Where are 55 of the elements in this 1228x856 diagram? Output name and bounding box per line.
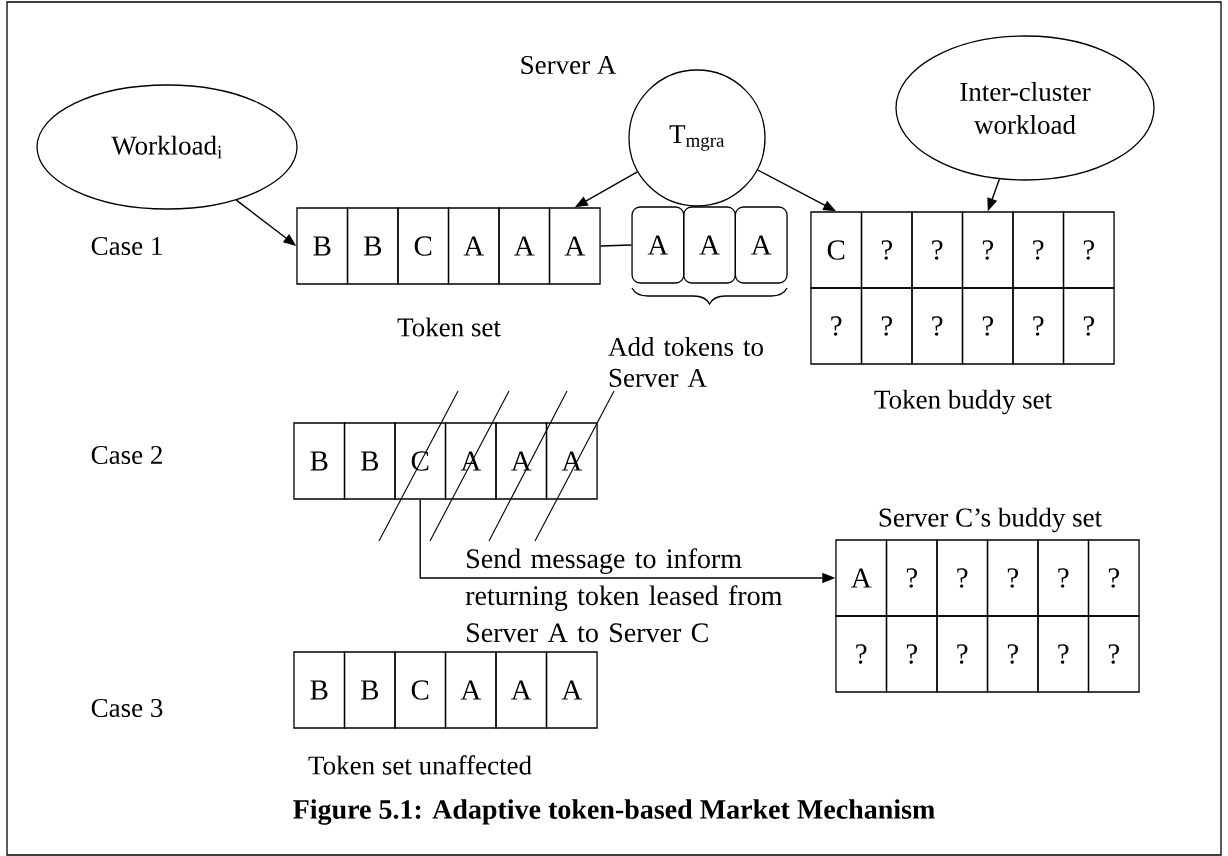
token-cell: ? (835, 615, 888, 693)
brace-label: Add tokens to Server A (608, 337, 763, 387)
token-cell: A (683, 206, 736, 284)
token-cell: C (394, 651, 447, 729)
case-label: Case 1 (91, 236, 162, 256)
token-cell: B (293, 651, 346, 729)
set-label: Token set (397, 317, 501, 337)
case-label: Case 3 (91, 698, 163, 718)
token-cell: ? (860, 287, 913, 365)
token-cell: A (835, 539, 888, 617)
token-cell: C (397, 207, 450, 285)
token-cell: ? (936, 615, 989, 693)
token-cell: ? (810, 287, 863, 365)
token-cell: A (495, 651, 548, 729)
token-cell: B (293, 422, 346, 500)
server-label: Server A (521, 55, 617, 75)
token-cell: B (296, 207, 349, 285)
case-label: Case 2 (91, 445, 162, 465)
token-cell: ? (1012, 211, 1065, 289)
token-cell: ? (1012, 287, 1065, 365)
token-cell: A (498, 207, 551, 285)
token-cell: A (545, 651, 598, 729)
token-cell: B (346, 207, 399, 285)
token-cell: ? (911, 287, 964, 365)
token-cell: B (343, 651, 396, 729)
token-cell: ? (911, 211, 964, 289)
token-cell: ? (885, 615, 938, 693)
token-cell: ? (1037, 539, 1090, 617)
token-cell: ? (936, 539, 989, 617)
ellipse-node: Inter-cluster workload (895, 35, 1155, 181)
set-label: Token set unaffected (308, 755, 532, 775)
token-cell: A (631, 206, 685, 284)
circle-node: T$_{mgra}$ (628, 69, 766, 207)
token-cell: C (810, 211, 863, 289)
token-cell: A (447, 207, 500, 285)
ellipse-node: Workload$_{i}$ (36, 84, 298, 210)
token-cell: ? (885, 539, 938, 617)
set-label: Server C’s buddy set (879, 507, 1102, 533)
caption: Figure 5.1: Adaptive token-based Market Mechanism (293, 799, 935, 825)
token-cell: ? (986, 615, 1039, 693)
token-cell: ? (1062, 287, 1115, 365)
token-cell: ? (961, 211, 1014, 289)
edge-label: Send message to inform returning token leased from Server A to Server C (465, 548, 782, 643)
token-cell: A (548, 207, 601, 285)
set-label: Token buddy set (874, 389, 1052, 415)
token-cell: ? (1037, 615, 1090, 693)
token-cell: ? (986, 539, 1039, 617)
token-cell: A (444, 651, 497, 729)
token-cell: ? (961, 287, 1014, 365)
token-cell: A (734, 206, 788, 284)
token-cell: ? (1062, 211, 1115, 289)
token-cell: ? (1087, 615, 1140, 693)
token-cell: B (343, 422, 396, 500)
token-cell: ? (1087, 539, 1140, 617)
token-cell: ? (860, 211, 913, 289)
